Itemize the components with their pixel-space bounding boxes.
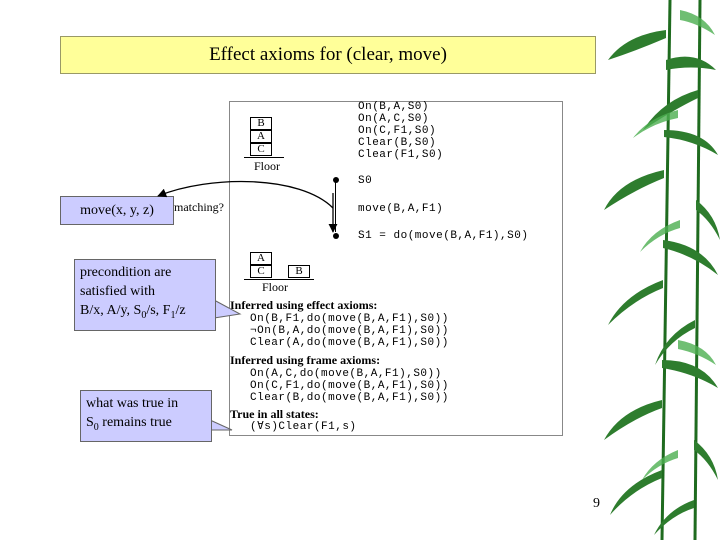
- precondition-line-2: satisfied with: [80, 284, 156, 299]
- floor-label-s0: Floor: [254, 159, 281, 173]
- true-pointer: [209, 419, 233, 431]
- floor-line-s0: [244, 157, 284, 158]
- what-was-true-callout: what was true in S0 remains true: [80, 390, 212, 442]
- move-operator-box: move(x, y, z): [60, 196, 174, 225]
- action-label: move(B,A,F1): [358, 203, 444, 215]
- fact-s0-5: Clear(F1,S0): [358, 149, 444, 161]
- effect-fact-1: On(B,F1,do(move(B,A,F1),S0)): [250, 313, 449, 325]
- frame-heading: Inferred using frame axioms:: [230, 353, 381, 367]
- fact-s0-3: On(C,F1,S0): [358, 125, 437, 137]
- precondition-pointer: [213, 299, 242, 319]
- precondition-line-1: precondition are: [80, 265, 172, 280]
- floor-line-s1: [244, 279, 314, 280]
- block-a-s0: A: [250, 130, 272, 143]
- all-states-heading: True in all states:: [230, 407, 319, 421]
- timeline-arrow: [335, 182, 336, 232]
- move-operator-label: move(x, y, z): [80, 202, 154, 218]
- frame-fact-2: On(C,F1,do(move(B,A,F1),S0)): [250, 380, 449, 392]
- bamboo-decoration: [604, 0, 720, 540]
- s1-dot: [333, 233, 339, 239]
- s0-dot: [333, 177, 339, 183]
- bamboo-leaves: [604, 30, 720, 535]
- effect-fact-3: Clear(A,do(move(B,A,F1),S0)): [250, 337, 449, 349]
- fact-s0-4: Clear(B,S0): [358, 137, 437, 149]
- floor-label-s1: Floor: [262, 280, 289, 294]
- what-true-line-1: what was true in: [86, 396, 179, 411]
- effect-heading: Inferred using effect axioms:: [230, 298, 378, 312]
- effect-fact-2: ¬On(B,A,do(move(B,A,F1),S0)): [250, 325, 449, 337]
- s1-label: S1 = do(move(B,A,F1),S0): [358, 230, 529, 242]
- fact-s0-1: On(B,A,S0): [358, 101, 430, 113]
- slide-title: Effect axioms for (clear, move): [60, 36, 596, 74]
- frame-fact-3: Clear(B,do(move(B,A,F1),S0)): [250, 392, 449, 404]
- slide-title-text: Effect axioms for (clear, move): [209, 44, 447, 65]
- blocks-world-figure: B A C Floor On(B,A,S0) On(A,C,S0) On(C,F…: [229, 101, 563, 436]
- what-true-line-2: S0 remains true: [86, 415, 172, 433]
- matching-arrow: [157, 180, 334, 209]
- frame-fact-1: On(A,C,do(move(B,A,F1),S0)): [250, 368, 442, 380]
- all-states-fact: (∀s)Clear(F1,s): [250, 421, 357, 433]
- fact-s0-2: On(A,C,S0): [358, 113, 430, 125]
- page-number: 9: [593, 496, 600, 511]
- precondition-line-3: B/x, A/y, S0/s, F1/z: [80, 303, 186, 321]
- block-c-s0: C: [250, 143, 272, 156]
- block-b-s0: B: [250, 117, 272, 130]
- block-a-s1: A: [250, 252, 272, 265]
- block-b-s1: B: [288, 265, 310, 278]
- s0-label: S0: [358, 175, 373, 187]
- block-c-s1: C: [250, 265, 272, 278]
- precondition-callout: precondition are satisfied with B/x, A/y…: [74, 259, 216, 331]
- matching-label: matching?: [174, 200, 224, 214]
